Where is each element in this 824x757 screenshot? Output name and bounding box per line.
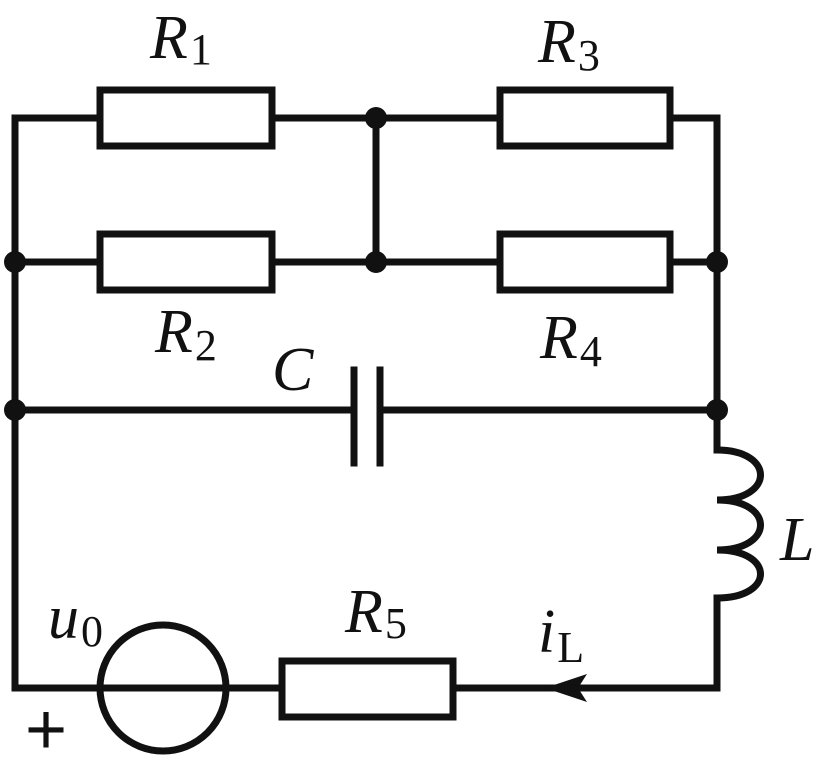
inductor-coil [713,446,764,602]
label-plus: + [25,690,67,757]
current-arrow-il [545,674,587,702]
label-r1: R1 [149,4,212,74]
label-il: iL [538,598,584,672]
resistor-r3 [496,86,674,150]
resistor-r2 [96,230,276,294]
resistor-r4 [496,230,674,294]
label-u0: u0 [48,584,103,656]
label-r3: R3 [537,8,600,80]
label-l: L [779,506,814,574]
label-r5: R5 [344,578,407,648]
resistor-r1 [96,86,276,150]
node-row2-mid [365,251,387,273]
node-cap-right [706,399,728,421]
node-row2-right [706,251,728,273]
resistor-r5 [278,657,457,721]
label-r2: R2 [154,298,217,370]
node-cap-left [4,399,26,421]
label-r4: R4 [539,304,602,376]
label-c: C [272,336,314,404]
node-top-mid [365,107,387,129]
node-row2-left [4,251,26,273]
